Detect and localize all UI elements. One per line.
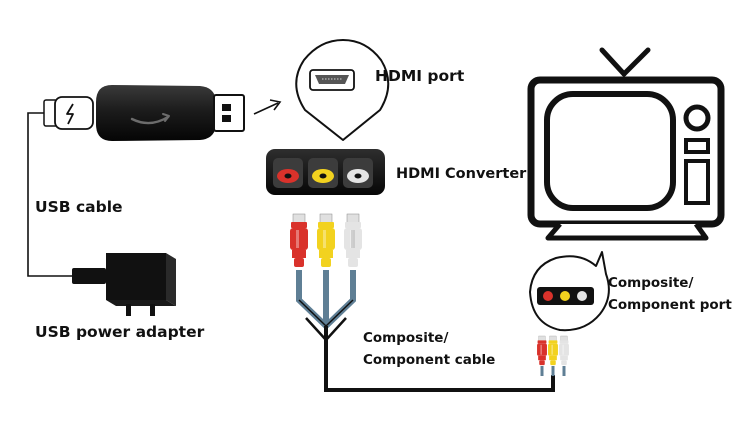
composite-port-icon — [529, 251, 610, 332]
rca-plug-icon — [536, 335, 570, 376]
television-icon — [527, 47, 725, 241]
hdmi-port-icon — [295, 39, 390, 141]
hdmi-converter-icon — [266, 149, 385, 195]
usb-power-adapter-label: USB power adapter — [35, 323, 205, 341]
usb-cable-label: USB cable — [35, 198, 123, 216]
usb-connector-icon — [43, 96, 94, 130]
hdmi-port-label: HDMI port — [375, 67, 465, 85]
rca-plug-icon — [289, 213, 363, 268]
composite-cable-label: Composite/ Component cable — [363, 327, 495, 371]
composite-cable-label-line1: Composite/ — [363, 330, 449, 346]
arrow-to-hdmi-port — [253, 99, 282, 115]
composite-port-label-line1: Composite/ — [608, 275, 694, 291]
power-adapter-icon — [72, 253, 176, 316]
composite-port-label-line2: Component port — [608, 297, 732, 313]
usb-cable — [27, 112, 72, 277]
composite-port-label: Composite/ Component port — [608, 272, 732, 316]
composite-cable-label-line2: Component cable — [363, 352, 496, 368]
fire-tv-stick-icon — [96, 85, 245, 141]
composite-cable — [296, 270, 555, 392]
hdmi-converter-label: HDMI Converter — [396, 166, 527, 182]
